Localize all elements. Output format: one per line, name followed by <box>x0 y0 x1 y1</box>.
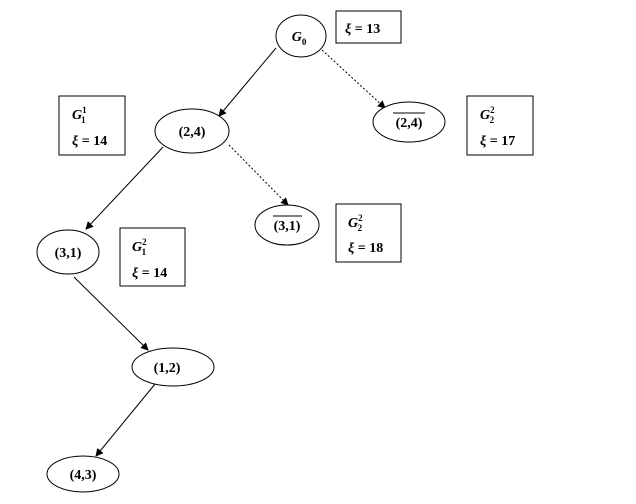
edge-24-to-31 <box>85 146 164 230</box>
edge-12-to-43 <box>95 383 156 457</box>
node-31-complement-label: (3,1) <box>274 219 301 234</box>
box-g1-1 <box>58 95 126 156</box>
node-g0-label: G0 <box>292 30 307 47</box>
box-g1-2 <box>119 227 186 287</box>
box-root <box>335 10 402 44</box>
box-root-xi: ξ = 13 <box>345 22 380 37</box>
edge-31-to-12 <box>73 276 149 351</box>
node-24 <box>154 108 230 154</box>
box-g1-1-xi: ξ = 14 <box>72 134 107 149</box>
node-24-label: (2,4) <box>179 125 206 140</box>
edge-g0-to-24bar <box>321 49 386 109</box>
box-g1-2-xi: ξ = 14 <box>132 266 167 281</box>
node-g0 <box>275 14 327 58</box>
box-g2-2-b <box>335 203 402 263</box>
node-43-label: (4,3) <box>70 468 97 483</box>
node-31 <box>36 229 100 275</box>
node-12 <box>131 347 215 387</box>
node-31-complement <box>254 204 320 246</box>
node-31-label: (3,1) <box>55 246 82 261</box>
edge-g0-to-24 <box>218 47 277 117</box>
node-24-complement-label: (2,4) <box>396 116 423 131</box>
node-24-complement <box>372 101 446 143</box>
edge-24-to-31bar <box>228 144 289 206</box>
box-g2-2-a <box>466 95 534 156</box>
node-12-label: (1,2) <box>154 361 181 376</box>
box-g2-2-a-xi: ξ = 17 <box>480 134 515 149</box>
node-43 <box>46 455 120 493</box>
box-g2-2-b-xi: ξ = 18 <box>348 241 383 256</box>
